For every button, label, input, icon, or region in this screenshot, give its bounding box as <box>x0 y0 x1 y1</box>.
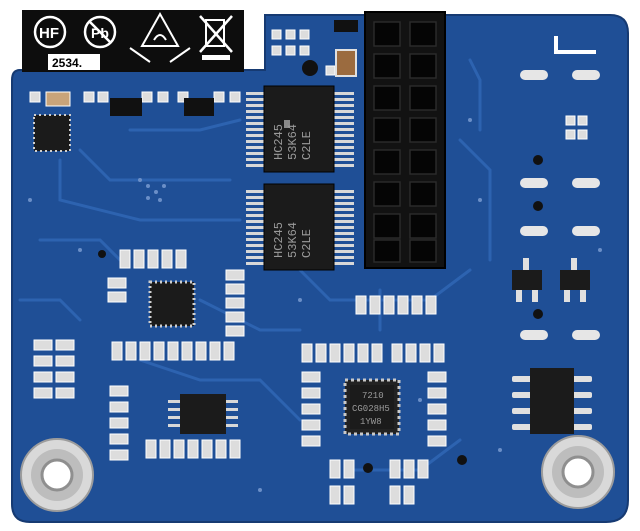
u3-line2: CG028H5 <box>352 404 390 414</box>
pin-header <box>364 11 446 269</box>
ti-logo-icon <box>284 120 290 128</box>
esd-warning-icon <box>129 11 191 63</box>
chip-hc245-top: HC245 53K64 C2LE <box>246 85 354 173</box>
pb-free-icon: Pb <box>83 15 117 49</box>
u1-line3: C2LE <box>300 131 314 160</box>
u3-line1: 7210 <box>362 391 384 401</box>
hf-label: HF <box>39 25 59 42</box>
label-number-box <box>48 54 100 70</box>
label-number: 2534. <box>52 56 82 70</box>
chip-msop-left <box>168 394 238 434</box>
u2-line2: 53K64 <box>286 222 300 258</box>
u1-line1: HC245 <box>272 124 286 160</box>
u2-line1: HC245 <box>272 222 286 258</box>
hf-icon: HF <box>33 15 67 49</box>
chip-hc245-bottom: HC245 53K64 C2LE <box>246 183 354 271</box>
chip-soic-right <box>512 368 592 434</box>
u3-line3: 1YW8 <box>360 417 382 427</box>
smd-dark-parts <box>98 20 543 473</box>
mounting-hole-left <box>20 438 94 512</box>
transistor-right <box>560 258 590 302</box>
corner-silk-mark <box>554 36 596 54</box>
mounting-hole-right <box>541 435 615 509</box>
transistor-left <box>512 258 542 302</box>
weee-bin-icon <box>199 15 233 60</box>
u1-line2: 53K64 <box>286 124 300 160</box>
vias <box>28 118 602 492</box>
chip-qfn-topleft <box>33 114 71 152</box>
passive-components <box>29 29 588 505</box>
chip-qfn-left <box>148 280 196 328</box>
chip-qfn-center: 7210 CG028H5 1YW8 <box>343 378 401 436</box>
u2-line3: C2LE <box>300 229 314 258</box>
right-pads <box>520 70 600 340</box>
smd-brown-parts <box>45 49 357 107</box>
